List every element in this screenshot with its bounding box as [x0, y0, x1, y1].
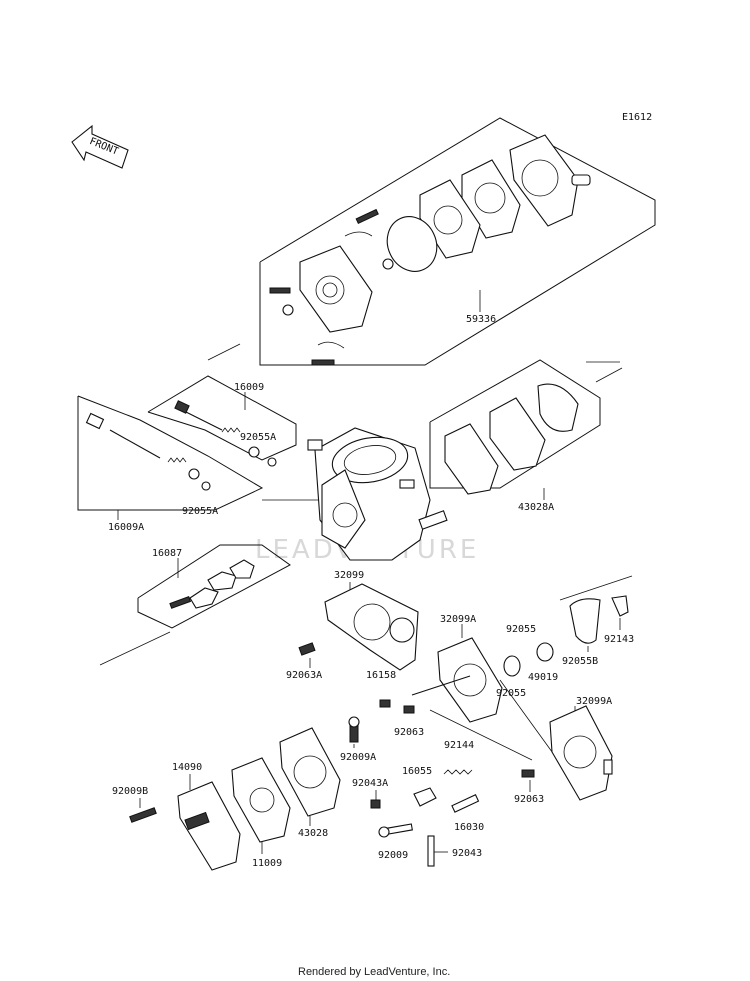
label-92055A-2: 92055A [182, 506, 218, 517]
needle-assembly-upper [147, 375, 297, 467]
label-92043: 92043 [452, 848, 482, 859]
label-92055: 92055 [506, 624, 536, 635]
label-43028A: 43028A [518, 502, 554, 513]
label-16009: 16009 [234, 382, 264, 393]
label-92063-1: 92063 [394, 727, 424, 738]
label-92143: 92143 [604, 634, 634, 645]
pump-chamber-32099A-right [521, 705, 613, 801]
pump-chamber-32099A [379, 624, 556, 761]
label-32099A-2: 32099A [576, 696, 612, 707]
footer-credit: Rendered by LeadVenture, Inc. [298, 966, 450, 978]
pump-chamber-32099 [298, 582, 419, 671]
carburetor-body [307, 427, 448, 561]
label-92055A-1: 92055A [240, 432, 276, 443]
label-16087: 16087 [152, 548, 182, 559]
label-32099A-1: 32099A [440, 614, 476, 625]
cover-and-gaskets [129, 727, 341, 871]
label-92009A: 92009A [340, 752, 376, 763]
label-92063A: 92063A [286, 670, 322, 681]
label-16030: 16030 [454, 822, 484, 833]
label-16055: 16055 [402, 766, 432, 777]
label-49019: 49019 [528, 672, 558, 683]
needle-assembly-lower [77, 395, 320, 520]
cap-and-bracket [559, 575, 633, 652]
label-92009: 92009 [378, 850, 408, 861]
gasket-set-right [429, 359, 623, 500]
label-92009B: 92009B [112, 786, 148, 797]
label-16158: 16158 [366, 670, 396, 681]
label-92144: 92144 [444, 740, 474, 751]
label-92063-2: 92063 [514, 794, 544, 805]
small-parts [348, 716, 480, 867]
screw-set [99, 544, 291, 666]
label-59336: 59336 [466, 314, 496, 325]
label-92043A: 92043A [352, 778, 388, 789]
diagram-id: E1612 [622, 112, 652, 123]
front-arrow-icon: FRONT [71, 124, 129, 169]
fuel-pump-assembly [207, 117, 656, 366]
label-14090: 14090 [172, 762, 202, 773]
label-16009A: 16009A [108, 522, 144, 533]
label-11009: 11009 [252, 858, 282, 869]
label-92055-2: 92055 [496, 688, 526, 699]
label-92055B: 92055B [562, 656, 598, 667]
label-32099: 32099 [334, 570, 364, 581]
label-43028: 43028 [298, 828, 328, 839]
